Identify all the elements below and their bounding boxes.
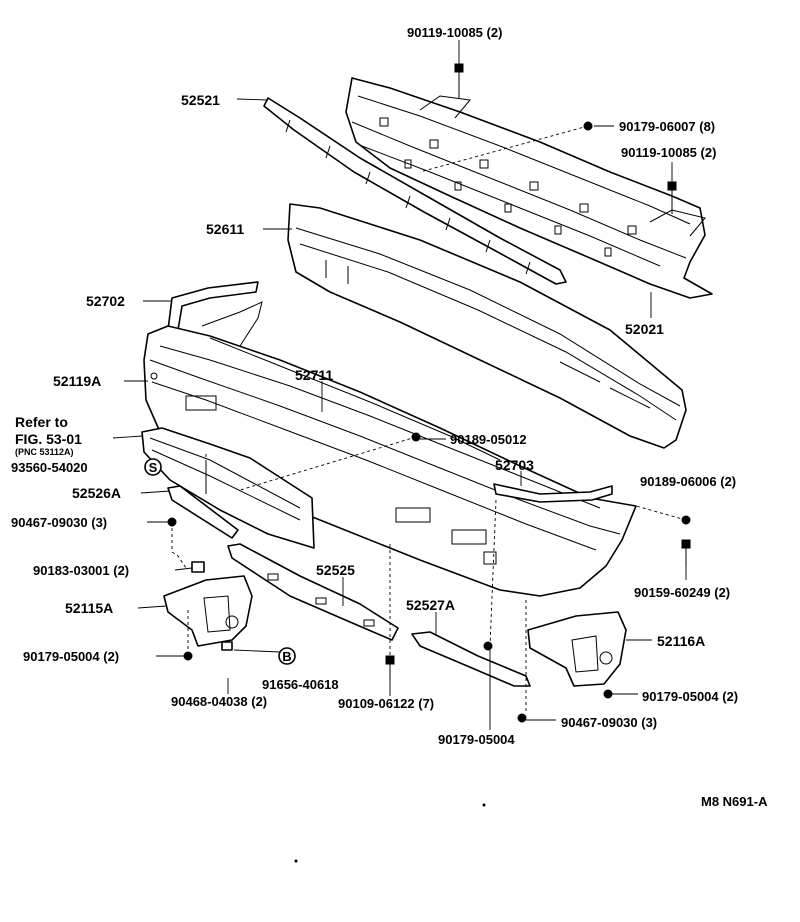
label-52021: 52021: [625, 321, 664, 337]
label-90119-10085-right: 90119-10085 (2): [621, 145, 716, 160]
label-93560-54020: 93560-54020: [11, 460, 88, 475]
bumper-reinforcement: [345, 77, 713, 299]
cover-molding: [209, 337, 613, 503]
label-52702: 52702: [86, 293, 125, 309]
label-52711: 52711: [295, 367, 333, 383]
assembly-lines: [171, 125, 687, 714]
label-52525: 52525: [316, 562, 355, 578]
clip-icon: [191, 561, 205, 573]
nut-icon: [183, 651, 193, 661]
leader-lines: [112, 40, 687, 730]
refer-pnc-label: (PNC 53112A): [15, 447, 74, 457]
left-side-bracket: [163, 575, 253, 647]
bolt-icon: [681, 539, 691, 566]
label-90183-03001: 90183-03001 (2): [33, 563, 129, 578]
callout-b: B: [278, 647, 296, 665]
center-spoiler: [227, 543, 399, 641]
clip-icon: [221, 641, 233, 651]
energy-absorber: [287, 203, 687, 449]
refer-fig-label: FIG. 53-01: [15, 431, 82, 447]
label-52611: 52611: [206, 221, 244, 237]
lower-spoiler-left: [167, 485, 239, 539]
label-90159-60249: 90159-60249 (2): [634, 585, 730, 600]
retainer-strip: [263, 97, 567, 285]
label-90179-05004-right: 90179-05004 (2): [642, 689, 738, 704]
nut-icon: [603, 689, 613, 699]
label-90109-06122: 90109-06122 (7): [338, 696, 434, 711]
part-labels: 90119-10085 (2) 52521 90179-06007 (8) 90…: [11, 25, 768, 809]
label-91656-40618: 91656-40618: [262, 677, 339, 692]
label-52527a: 52527A: [406, 597, 455, 613]
label-90179-05004-bottom: 90179-05004: [438, 732, 515, 747]
label-52703: 52703: [495, 457, 534, 473]
label-52119a: 52119A: [53, 373, 101, 389]
label-90119-10085-top: 90119-10085 (2): [407, 25, 502, 40]
svg-text:S: S: [149, 460, 158, 475]
screw-icon: [517, 713, 527, 723]
label-52116a: 52116A: [657, 633, 705, 649]
label-52526a: 52526A: [72, 485, 121, 501]
refer-to-label: Refer to: [15, 414, 68, 430]
bolt-icon: [385, 655, 395, 680]
scan-dots: [294, 803, 486, 863]
label-90189-06006: 90189-06006 (2): [640, 474, 736, 489]
label-90467-09030-right: 90467-09030 (3): [561, 715, 657, 730]
label-90179-05004-left: 90179-05004 (2): [23, 649, 119, 664]
reference-code: M8 N691-A: [701, 794, 768, 809]
reinforcement-holes: [379, 117, 637, 257]
right-side-bracket: [527, 611, 627, 687]
lower-spoiler-right: [411, 631, 531, 687]
callout-s: S: [144, 458, 162, 476]
nut-icon: [483, 641, 493, 651]
label-52115a: 52115A: [65, 600, 113, 616]
fasteners: [167, 121, 691, 723]
label-90189-05012: 90189-05012: [450, 432, 527, 447]
label-90468-04038: 90468-04038 (2): [171, 694, 267, 709]
lower-grille: [141, 427, 315, 549]
svg-text:B: B: [282, 649, 291, 664]
bolt-icon: [454, 63, 464, 98]
label-52521: 52521: [181, 92, 220, 108]
label-90179-06007: 90179-06007 (8): [619, 119, 715, 134]
label-90467-09030-left: 90467-09030 (3): [11, 515, 107, 530]
